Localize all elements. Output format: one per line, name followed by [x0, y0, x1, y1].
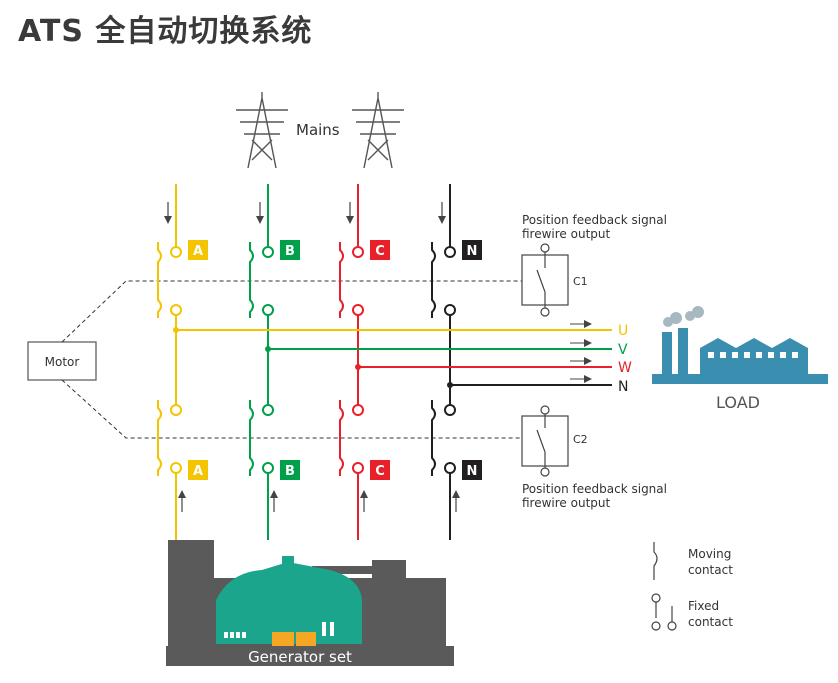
pylon-icon — [352, 92, 404, 169]
output-label-v: V — [618, 342, 628, 358]
feedback-top-line1: Position feedback signal — [522, 213, 667, 227]
phase-column-b: BB — [249, 184, 300, 540]
phase-label-top-b: B — [285, 244, 295, 259]
phase-column-a: AA — [157, 184, 208, 540]
feedback-bottom-line1: Position feedback signal — [522, 482, 667, 496]
legend-fixed-contact-icon — [651, 593, 677, 631]
motor-label: Motor — [45, 355, 80, 369]
phase-label-top-n: N — [467, 244, 478, 259]
motor-box — [27, 341, 97, 381]
contact-c1-label: C1 — [573, 275, 588, 288]
legend-fixed-line2: contact — [688, 615, 733, 629]
page-title: ATS 全自动切换系统 — [18, 14, 313, 49]
output-label-w: W — [618, 360, 632, 376]
legend-fixed-line1: Fixed — [688, 599, 719, 613]
feedback-top-line2: firewire output — [522, 227, 611, 241]
legend-moving-line1: Moving — [688, 547, 731, 561]
factory-icon — [652, 306, 828, 384]
load-label: LOAD — [716, 393, 760, 412]
generator-label: Generator set — [248, 648, 352, 666]
phase-label-bottom-b: B — [285, 464, 295, 479]
output-label-n: N — [618, 379, 628, 395]
phase-label-bottom-c: C — [375, 464, 385, 479]
phase-label-bottom-n: N — [467, 464, 478, 479]
pylon-icon — [236, 92, 288, 169]
output-bus — [173, 320, 612, 388]
phase-label-top-a: A — [193, 244, 203, 259]
feedback-contact-c1 — [521, 243, 569, 317]
generator-icon — [166, 540, 454, 666]
phase-label-bottom-a: A — [193, 464, 203, 479]
legend-moving-line2: contact — [688, 563, 733, 577]
output-label-u: U — [618, 323, 628, 339]
motor-linkage — [61, 280, 528, 439]
feedback-contact-c2 — [521, 405, 569, 477]
phase-column-n: NN — [431, 184, 482, 540]
phase-column-c: CC — [339, 184, 390, 540]
phase-label-top-c: C — [375, 244, 385, 259]
contact-c2-label: C2 — [573, 433, 588, 446]
legend-moving-contact-icon — [653, 542, 658, 580]
feedback-bottom-line2: firewire output — [522, 496, 611, 510]
mains-label: Mains — [296, 121, 340, 139]
